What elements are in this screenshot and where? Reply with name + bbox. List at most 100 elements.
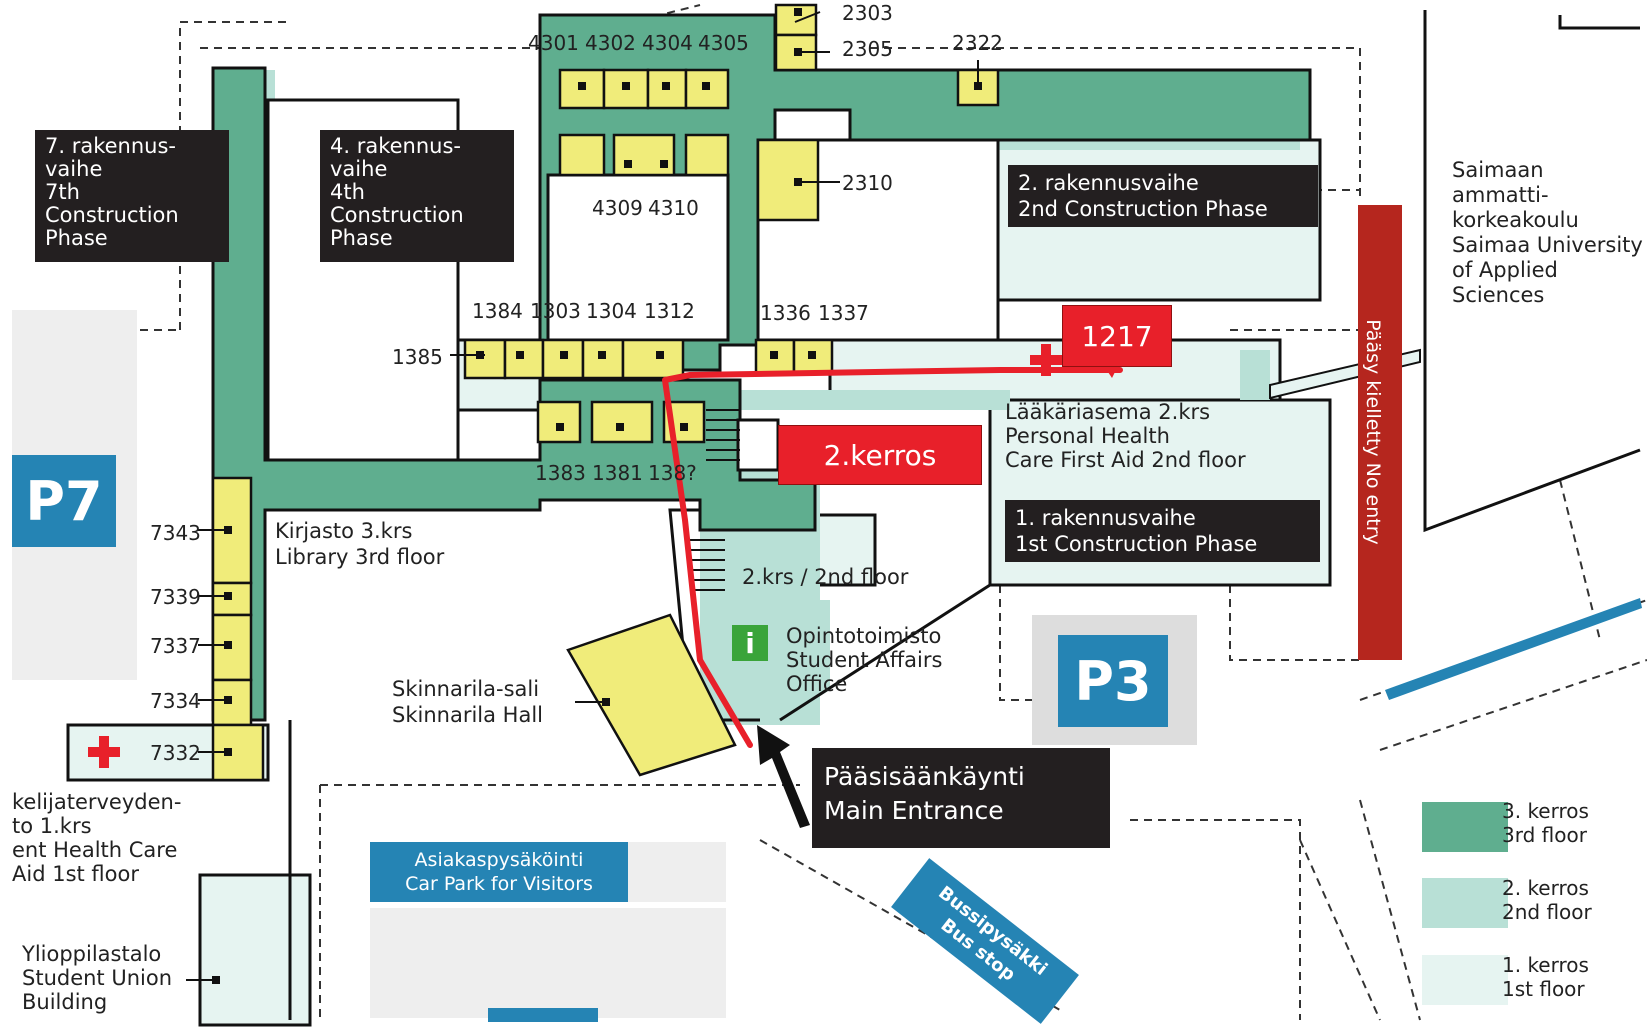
room-marker: [224, 526, 232, 534]
courtyard: [546, 173, 730, 342]
visitor-parking-area: [370, 908, 726, 1018]
room-marker: [224, 748, 232, 756]
room-label: 4310: [648, 196, 699, 220]
room-marker: [974, 82, 982, 90]
floor-2-kerros-highlight: 2.kerros: [778, 425, 982, 485]
room-marker: [660, 160, 668, 168]
room-label: 4305: [698, 31, 749, 55]
room-label: 4301: [528, 31, 579, 55]
visitor-parking-stripe: [488, 1008, 598, 1022]
legend-label-floor2: 2. kerros 2nd floor: [1502, 876, 1592, 924]
university-outline: [1558, 15, 1640, 30]
legend-swatch-floor3: [1422, 802, 1508, 852]
site-outline: [1229, 585, 1360, 661]
info-icon: i: [732, 625, 768, 661]
saimaa-university-label: Saimaan ammatti- korkeakoulu Saimaa Univ…: [1452, 158, 1643, 307]
room-block: [684, 133, 730, 177]
room-label: 1303: [530, 299, 581, 323]
leader-line: [794, 11, 821, 23]
room-block: [621, 338, 685, 380]
library-label: Kirjasto 3.krs Library 3rd floor: [275, 519, 445, 569]
room-label: 1312: [644, 299, 695, 323]
room-label: 7343: [150, 521, 201, 545]
student-union-label: Ylioppilastalo Student Union Building: [22, 942, 173, 1014]
room-marker: [770, 351, 778, 359]
legend-swatch-floor1: [1422, 955, 1508, 1005]
room-label: 2322: [952, 31, 1003, 55]
university-outline: [1423, 10, 1641, 533]
room-label: 1385: [392, 345, 443, 369]
room-marker: [224, 641, 232, 649]
room-marker: [656, 351, 664, 359]
room-marker: [794, 8, 802, 16]
room-block: [463, 338, 507, 380]
room-block: [558, 133, 606, 177]
room-marker: [794, 178, 802, 186]
room-block: [756, 138, 820, 222]
no-entry-bar: [1358, 205, 1402, 660]
site-outline: [870, 47, 1361, 200]
room-marker: [602, 698, 610, 706]
legend-label-floor1: 1. kerros 1st floor: [1502, 953, 1589, 1001]
room-block: [590, 400, 654, 444]
parking-p7-badge: P7: [12, 455, 116, 547]
legend-swatch-floor2: [1422, 878, 1508, 928]
room-label: 1337: [818, 301, 869, 325]
site-outline: [1379, 659, 1647, 751]
building-edge: [779, 583, 991, 722]
room-label: 2303: [842, 1, 893, 25]
room-marker: [578, 82, 586, 90]
skinnarila-hall-shape: [566, 613, 737, 777]
room-label: 1384: [472, 299, 523, 323]
room-label: 1336: [760, 301, 811, 325]
legend-label-floor3: 3. kerros 3rd floor: [1502, 799, 1589, 847]
room-marker: [808, 351, 816, 359]
room-marker: [556, 423, 564, 431]
room-label: 4304: [642, 31, 693, 55]
room-marker: [680, 423, 688, 431]
room-label: 1383: [535, 461, 586, 485]
health-care-label: Lääkäriasema 2.krs Personal Health Care …: [1005, 400, 1246, 472]
courtyard: [736, 418, 780, 472]
room-label: 7339: [150, 585, 201, 609]
main-entrance-label: Pääsisäänkäynti Main Entrance: [812, 748, 1110, 848]
route-line: [662, 367, 1123, 748]
room-label: 1304: [586, 299, 637, 323]
room-marker: [794, 48, 802, 56]
skinnarila-hall-label: Skinnarila-sali Skinnarila Hall: [392, 677, 543, 727]
site-outline: [1359, 799, 1421, 1021]
room-marker: [598, 351, 606, 359]
room-marker: [516, 351, 524, 359]
room-label: 7332: [150, 741, 201, 765]
room-label: 7337: [150, 634, 201, 658]
first-aid-cross-icon: [99, 736, 109, 768]
site-outline: [999, 585, 1180, 701]
room-label: 1381: [592, 461, 643, 485]
building-floor2: [1240, 350, 1270, 400]
student-health-label: kelijaterveyden- to 1.krs ent Health Car…: [12, 790, 182, 886]
phase7-label: 7. rakennus- vaihe 7th Construction Phas…: [35, 130, 229, 262]
site-outline: [1299, 839, 1381, 1021]
building-floor1: [198, 873, 312, 1027]
no-entry-label: Pääsy kielletty No entry: [1362, 319, 1384, 545]
road-stripe: [1385, 598, 1642, 700]
room-1217-highlight: 1217: [1062, 305, 1172, 367]
phase4-label: 4. rakennus- vaihe 4th Construction Phas…: [320, 130, 514, 262]
room-marker: [622, 82, 630, 90]
room-label: 2305: [842, 37, 893, 61]
visitor-parking-label: Asiakaspysäköinti Car Park for Visitors: [370, 842, 628, 902]
room-marker: [662, 82, 670, 90]
room-marker: [224, 592, 232, 600]
room-label: 4309: [592, 196, 643, 220]
building-floor2: [720, 390, 1010, 410]
site-outline: [639, 4, 701, 21]
room-marker: [212, 976, 220, 984]
room-marker: [624, 160, 632, 168]
student-affairs-label: Opintotoimisto Student Affairs Office: [786, 624, 943, 696]
first-aid-cross-icon: [1041, 344, 1051, 376]
entrance-arrow-icon: [757, 725, 810, 828]
room-marker: [560, 351, 568, 359]
room-marker: [616, 423, 624, 431]
